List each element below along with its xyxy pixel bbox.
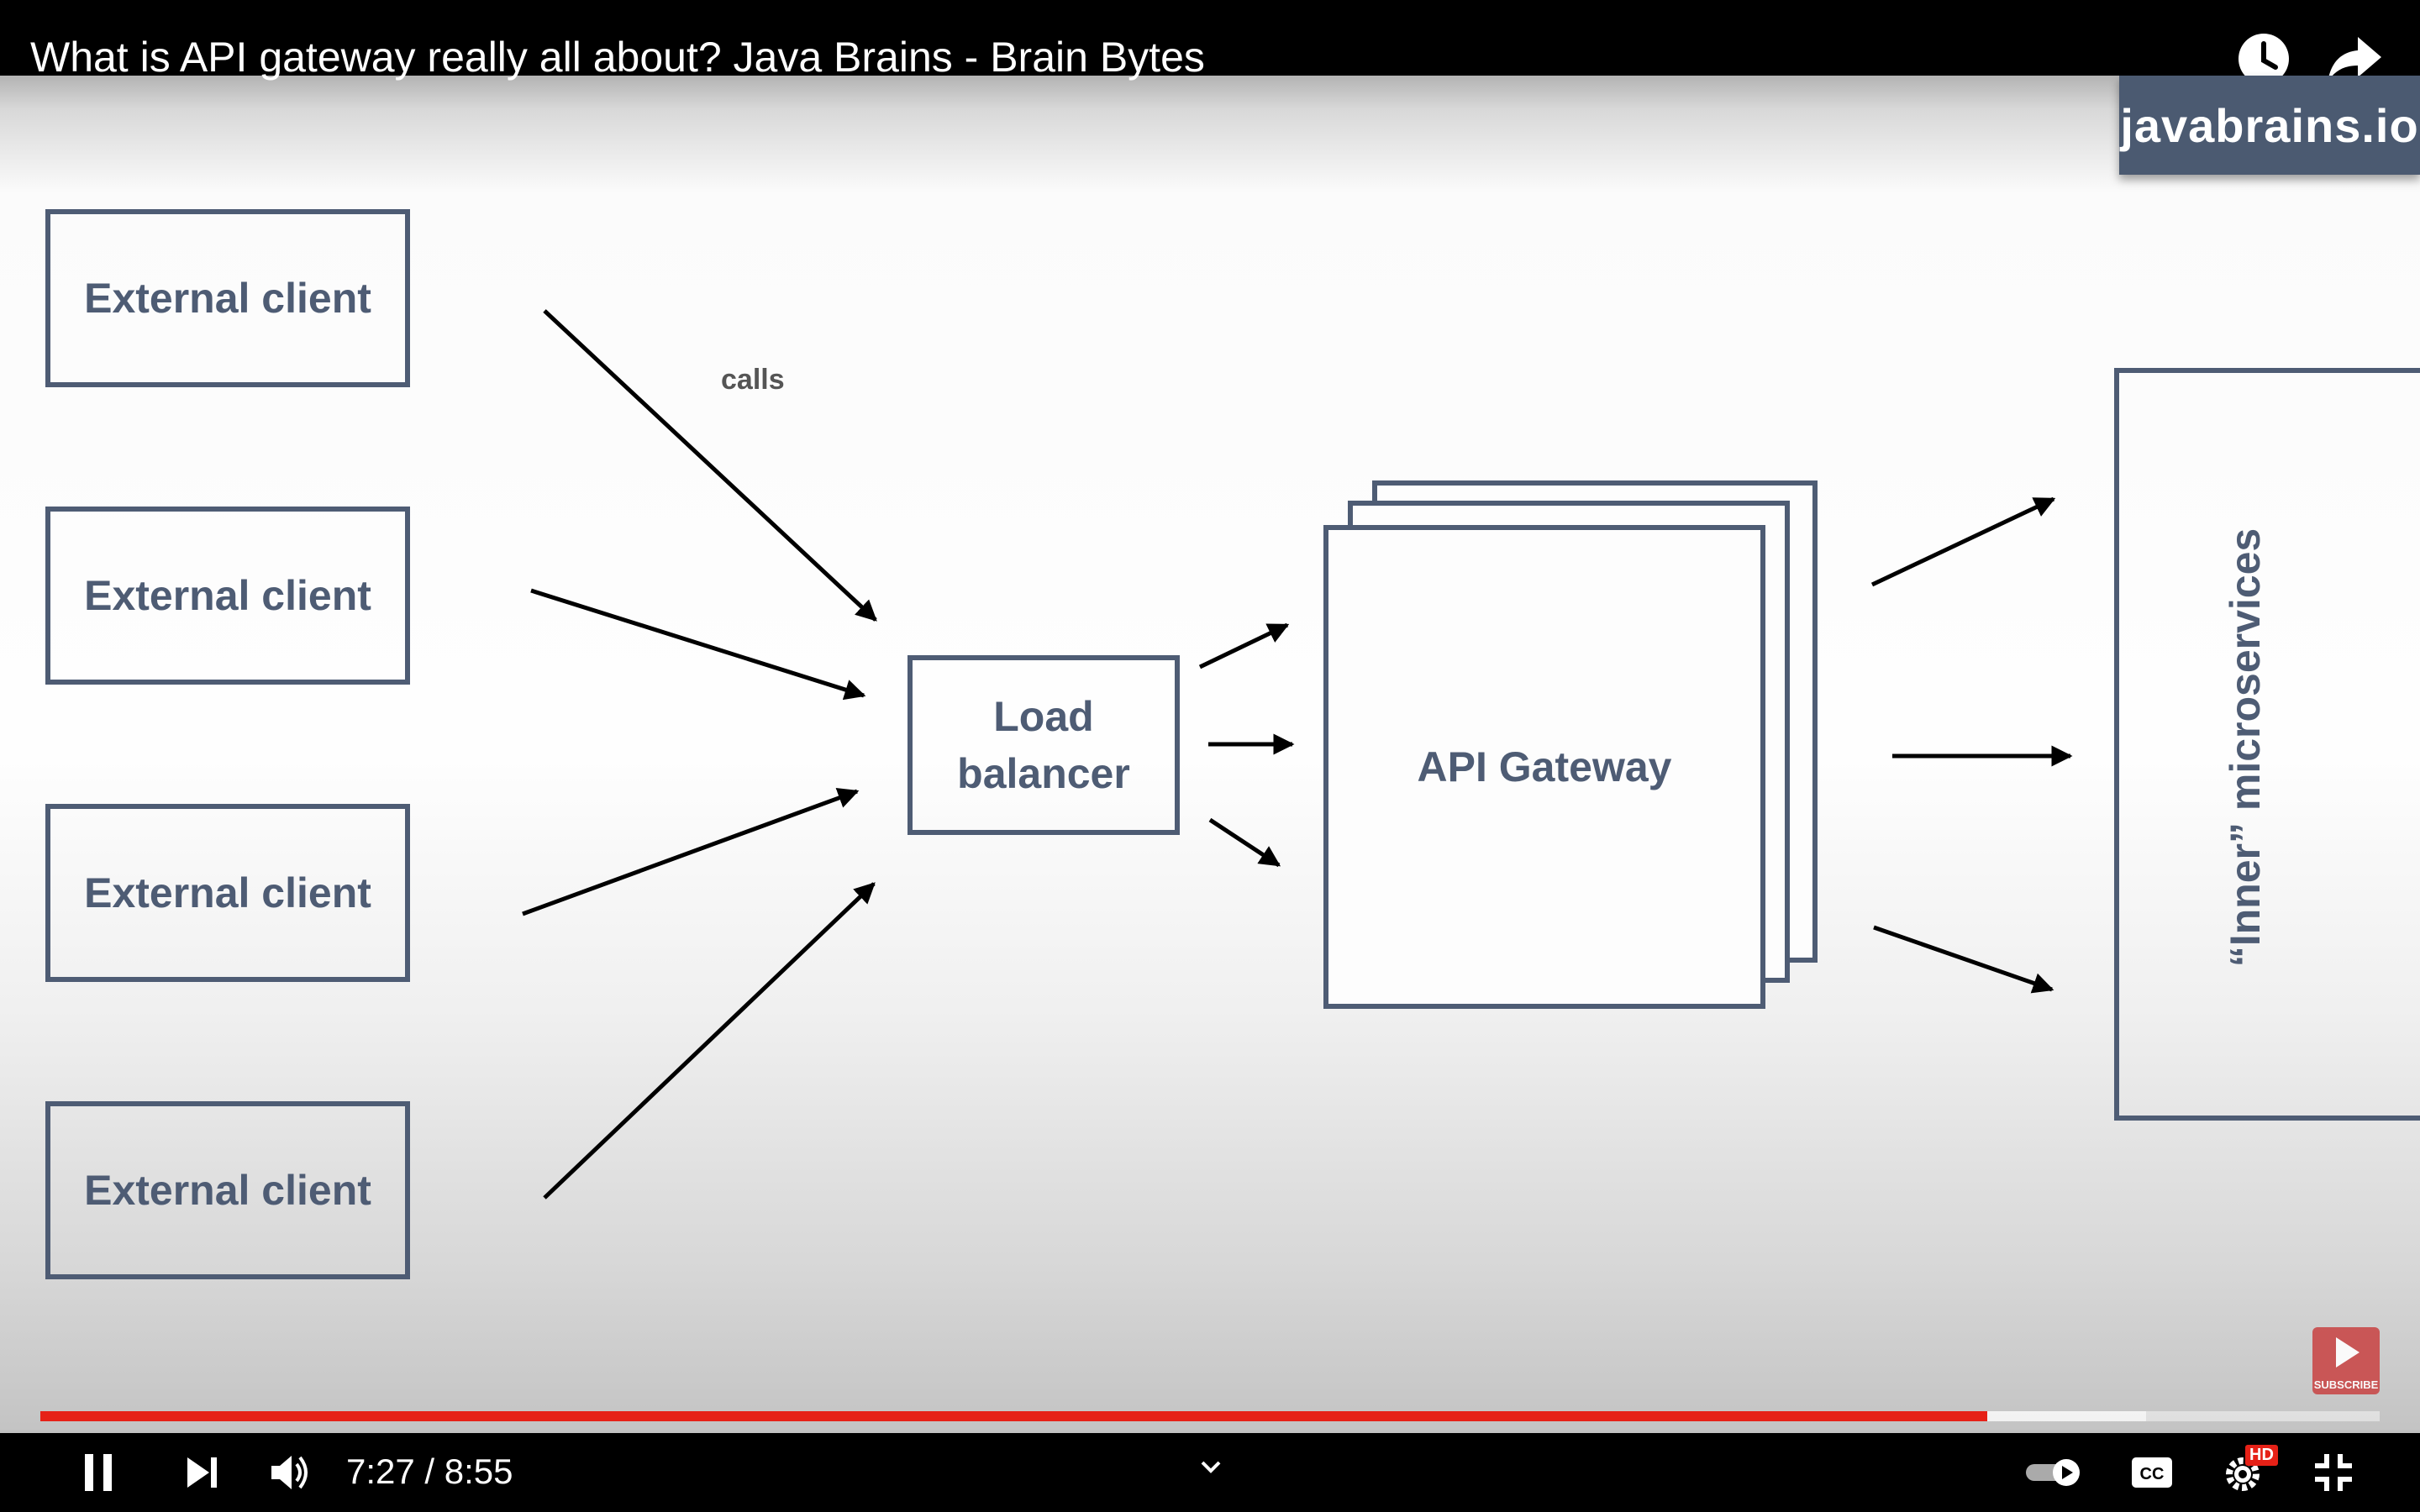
calls-label: calls <box>721 364 785 396</box>
arrow-gateway-to-inner-1 <box>1870 496 2056 587</box>
pause-icon <box>85 1454 112 1491</box>
share-icon[interactable] <box>2321 25 2388 92</box>
time-display: 7:27 / 8:55 <box>346 1452 513 1491</box>
arrow-lb-to-gateway-1 <box>1198 622 1290 669</box>
exit-fullscreen-icon <box>2315 1454 2352 1491</box>
arrow-client1-to-lb <box>543 309 877 622</box>
settings-icon <box>2226 1457 2260 1491</box>
load-balancer-box: Load balancer <box>908 655 1180 835</box>
load-balancer-label-line1: Load <box>993 693 1094 740</box>
next-button[interactable] <box>173 1443 232 1502</box>
external-client-box: External client <box>45 209 410 387</box>
arrow-client4-to-lb <box>543 882 876 1200</box>
external-client-label: External client <box>84 572 371 619</box>
external-client-box: External client <box>45 804 410 982</box>
control-bar <box>0 1433 2420 1512</box>
arrow-gateway-to-inner-3 <box>1873 925 2054 994</box>
chevron-down-icon <box>1201 1461 1221 1473</box>
captions-button[interactable]: CC <box>2123 1443 2181 1502</box>
external-client-box: External client <box>45 507 410 685</box>
svg-text:CC: CC <box>2140 1465 2165 1483</box>
inner-microservices-label: “Inner” microservices <box>2222 528 2269 968</box>
external-client-box: External client <box>45 1101 410 1279</box>
watch-later-icon[interactable] <box>2230 25 2297 92</box>
autoplay-toggle-icon <box>2026 1459 2080 1486</box>
external-client-label: External client <box>84 869 371 916</box>
progress-bar[interactable] <box>40 1411 2380 1421</box>
exit-fullscreen-button[interactable] <box>2304 1443 2363 1502</box>
volume-icon <box>271 1456 308 1489</box>
external-client-label: External client <box>84 275 371 322</box>
captions-icon: CC <box>2132 1457 2172 1488</box>
inner-microservices-box <box>2114 368 2420 1121</box>
title-bar <box>0 0 2420 76</box>
api-gateway-box: API Gateway <box>1323 525 1765 1009</box>
next-icon <box>187 1457 217 1488</box>
volume-button[interactable] <box>260 1443 319 1502</box>
arrow-client3-to-lb <box>522 788 860 916</box>
settings-button[interactable] <box>2215 1443 2274 1502</box>
arrow-lb-to-gateway-3 <box>1208 817 1281 868</box>
hd-badge: HD <box>2245 1445 2278 1466</box>
chevron-down-button[interactable] <box>1181 1438 1240 1497</box>
channel-watermark[interactable]: javabrains.io <box>2119 76 2420 175</box>
external-client-label: External client <box>84 1167 371 1214</box>
subscribe-button[interactable]: SUBSCRIBE <box>2312 1327 2380 1394</box>
progress-played <box>40 1411 1987 1421</box>
video-title[interactable]: What is API gateway really all about? Ja… <box>30 34 1205 81</box>
arrow-client2-to-lb <box>530 588 866 701</box>
pause-button[interactable] <box>69 1443 128 1502</box>
autoplay-toggle[interactable] <box>2017 1443 2092 1502</box>
play-icon <box>2336 1337 2360 1368</box>
load-balancer-label-line2: balancer <box>957 750 1130 797</box>
api-gateway-label: API Gateway <box>1417 743 1672 790</box>
subscribe-label: SUBSCRIBE <box>2313 1378 2379 1391</box>
